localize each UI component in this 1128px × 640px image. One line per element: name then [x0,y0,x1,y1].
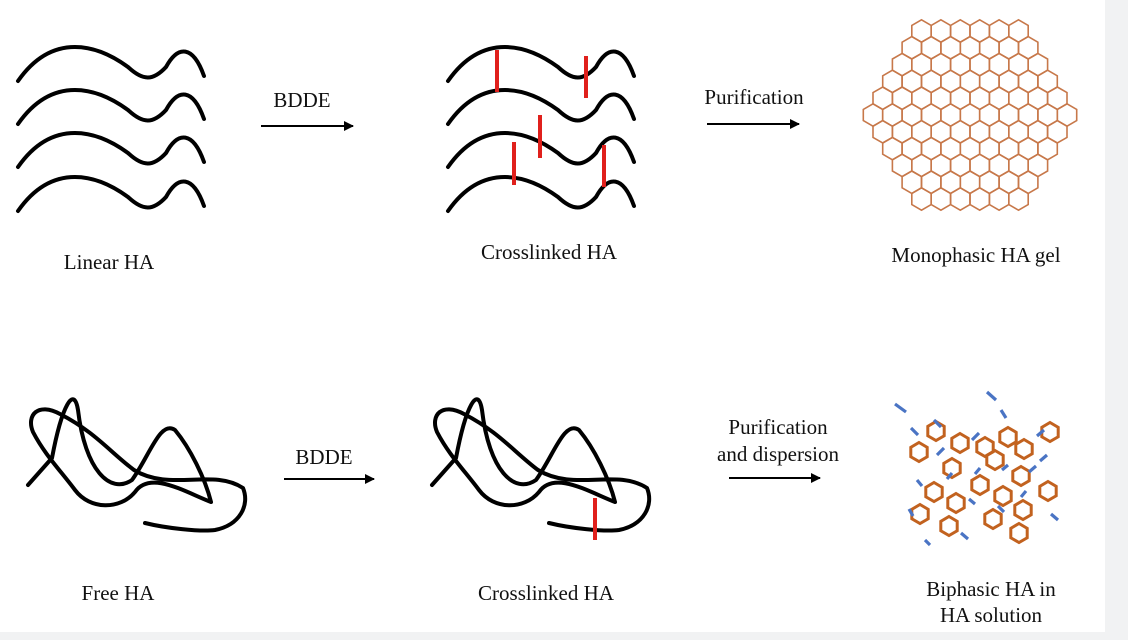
free-ha-dash [932,418,943,429]
label-purification-top: Purification [704,85,804,109]
crosslinked-particle-hexagon [1009,521,1029,545]
gel-hexagon-cell [910,186,933,212]
crosslinked-particle-hexagon [970,473,990,497]
crosslinked-particle-hexagon [950,431,970,455]
gel-hexagon-cell [930,186,952,212]
free-ha-dash [915,478,924,488]
free-ha-dash [959,531,970,541]
crosslinked-particle-hexagon [942,456,962,480]
label-biphasic-line2: HA solution [940,603,1043,627]
free-ha-dash [1035,428,1046,438]
linear-chain [16,175,206,213]
crosslinked-particle-hexagon [926,419,946,443]
crosslinked-particle-hexagon [1040,420,1060,444]
free-ha-dash [1000,463,1010,472]
label-bdde-bottom: BDDE [295,445,352,469]
free-ha-dash [1027,464,1038,474]
gel-hexagon-cell [949,186,971,212]
crosslinked-ha-chains [446,45,636,213]
crosslinked-tangle-chain [430,397,652,533]
free-ha-dash [973,466,982,476]
free-ha-chain [26,397,248,533]
free-ha-dash [1049,512,1060,522]
label-bdde-top: BDDE [273,88,330,112]
diagram-canvas: Linear HA BDDE Crosslinked HA Purificati… [16,18,1078,627]
linear-ha-chains [16,45,206,213]
free-ha-dash [923,538,932,547]
free-ha-dash [907,508,915,517]
free-ha-dash [967,497,977,506]
free-ha-dash [894,402,907,414]
label-dispersion-line2: and dispersion [717,442,839,466]
crosslinked-chain [446,175,636,213]
crosslinked-particle-hexagon [1011,464,1031,488]
crosslinked-ha-tangle [430,397,652,533]
free-ha-dash [996,504,1006,514]
label-free-ha: Free HA [82,581,156,605]
label-purification-line1: Purification [728,415,828,439]
crosslinked-particle-hexagon [910,502,930,526]
biphasic-particles [894,390,1060,547]
crosslinked-chain [446,88,636,126]
crosslinked-particle-hexagon [985,448,1005,472]
crosslinked-particle-hexagon [924,480,944,504]
linear-chain [16,45,206,83]
crosslinked-particle-hexagon [983,507,1003,531]
crosslinked-chain [446,45,636,83]
crosslinked-particle-hexagon [909,440,929,464]
crosslinks-top [495,50,606,187]
crosslinked-particle-hexagon [946,491,966,515]
label-crosslinked-ha-top: Crosslinked HA [481,240,618,264]
free-ha-dash [1038,453,1049,463]
crosslinked-particle-hexagon [993,484,1013,508]
label-crosslinked-ha-bottom: Crosslinked HA [478,581,615,605]
crosslinked-particle-hexagon [1014,437,1034,461]
free-ha-tangle [26,397,248,533]
gel-hexagon-cell [1007,186,1029,212]
crosslinked-particle-hexagon [975,435,995,459]
label-monophasic-gel: Monophasic HA gel [891,243,1060,267]
free-ha-dash [909,426,920,437]
ha-crosslinking-diagram: Linear HA BDDE Crosslinked HA Purificati… [0,0,1105,632]
gel-hexagon-cell [988,186,1010,212]
monophasic-gel-honeycomb [862,18,1078,212]
label-biphasic-line1: Biphasic HA in [926,577,1056,601]
crosslinked-particle-hexagon [939,514,959,538]
free-ha-dash [970,431,981,442]
free-ha-dash [985,390,998,402]
free-ha-dash [1019,489,1028,499]
label-linear-ha: Linear HA [64,250,155,274]
gel-hexagon-cell [969,186,991,212]
crosslinked-particle-hexagon [998,425,1018,449]
crosslinked-particle-hexagon [1038,479,1058,503]
crosslinked-chain [446,131,636,169]
free-ha-dash [999,409,1008,419]
linear-chain [16,88,206,126]
free-ha-dash [935,446,946,457]
free-ha-dash [945,471,954,481]
linear-chain [16,131,206,169]
crosslinked-particle-hexagon [1013,498,1033,522]
